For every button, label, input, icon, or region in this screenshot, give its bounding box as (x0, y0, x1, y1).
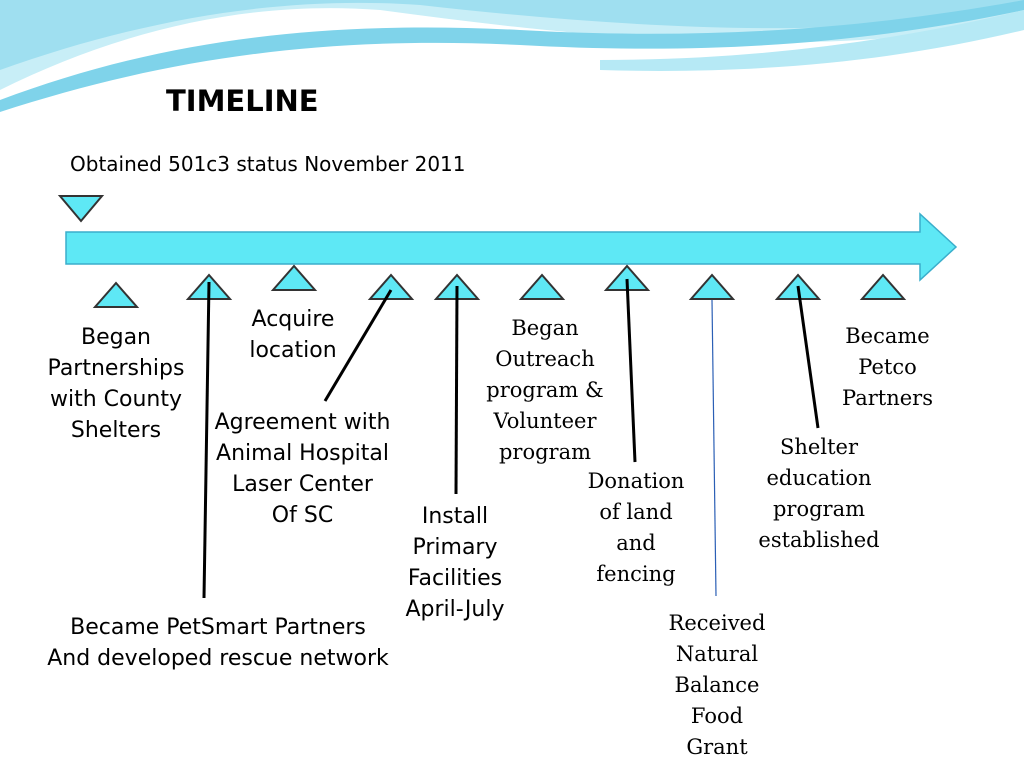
event-marker-8 (688, 273, 736, 300)
timeline-arrow (65, 212, 958, 282)
event-marker-10 (859, 273, 907, 300)
event-label-5: Install Primary Facilities April-July (405, 504, 505, 622)
connector-line-5 (454, 285, 459, 495)
event-marker-3 (270, 264, 318, 291)
event-marker-1 (92, 281, 140, 308)
connector-line-8 (711, 299, 717, 597)
event-marker-6 (518, 273, 566, 300)
connector-line-2 (202, 281, 211, 599)
connector-line-9 (796, 285, 820, 429)
page-title: TIMELINE (166, 84, 319, 118)
event-label-8: Received Natural Balance Food Grant (668, 611, 766, 759)
event-label-10: Became Petco Partners (842, 324, 933, 410)
event-label-7: Donation of land and fencing (587, 469, 685, 586)
connector-line-4 (323, 289, 393, 402)
connector-line-7 (625, 278, 637, 463)
timeline-start-label: Obtained 501c3 status November 2011 (70, 152, 466, 176)
event-marker-4 (367, 273, 415, 300)
event-label-4: Agreement with Animal Hospital Laser Cen… (214, 410, 391, 528)
event-label-6: Began Outreach program & Volunteer progr… (486, 316, 604, 464)
event-label-1: Began Partnerships with County Shelters (47, 325, 185, 443)
start-marker (57, 195, 105, 223)
event-label-9: Shelter education program established (758, 435, 880, 552)
header-wave-decoration (0, 0, 1024, 112)
event-label-2: Became PetSmart Partners And developed r… (47, 615, 389, 671)
event-label-3: Acquire location (249, 307, 337, 363)
